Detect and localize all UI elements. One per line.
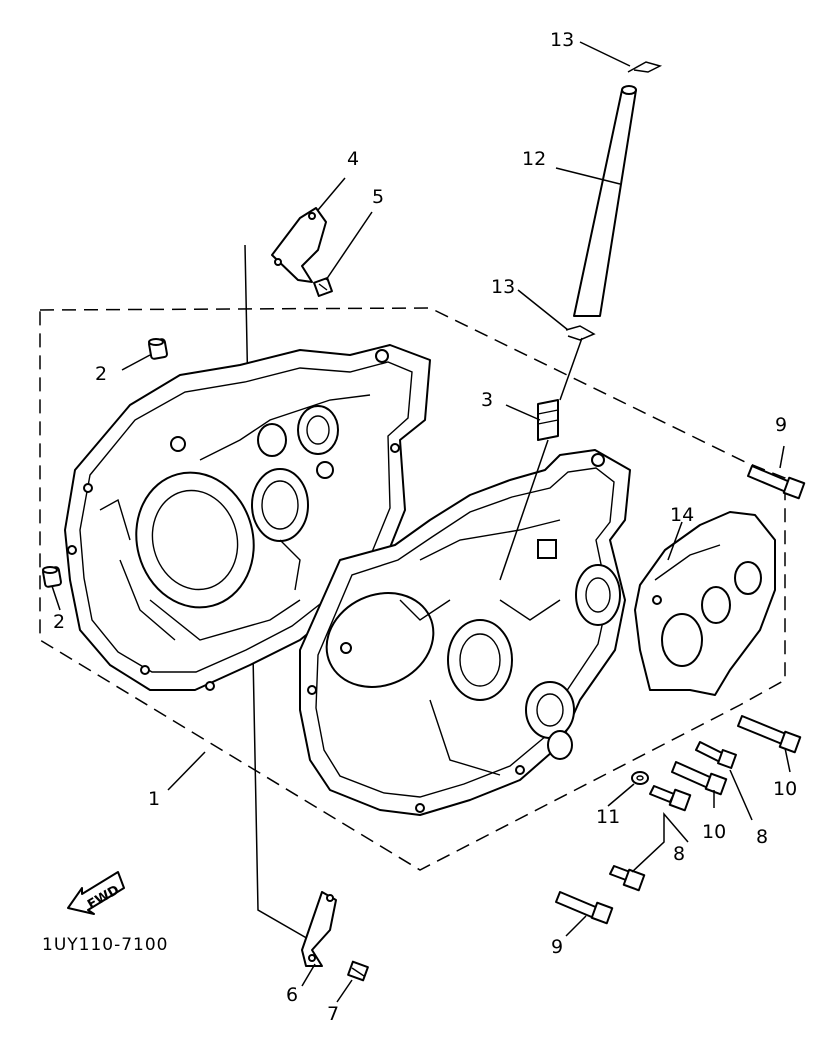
assembly-boundary (39, 307, 786, 871)
fwd-arrow-icon: FWD (67, 871, 125, 915)
part-14-cover (634, 511, 776, 696)
hose-center-line (499, 337, 583, 581)
callout-6: 6 (286, 984, 298, 1006)
part-12-hose (573, 85, 637, 317)
part-5-screw (313, 277, 333, 297)
callout-7: 7 (327, 1003, 339, 1025)
part-9-bolt-lower (555, 891, 614, 925)
part-6-gasket (301, 891, 337, 967)
leader-lines (51, 41, 791, 1003)
callout-2-lower: 2 (53, 611, 65, 633)
callout-13-upper: 13 (550, 29, 574, 51)
part-3-fitting (537, 399, 559, 441)
callout-10-right: 10 (773, 778, 797, 800)
callout-4: 4 (347, 148, 359, 170)
left-crankcase (64, 344, 431, 691)
part-2-dowel-lower (42, 566, 62, 588)
callout-3: 3 (481, 389, 493, 411)
callout-8-right: 8 (756, 826, 768, 848)
callout-14: 14 (670, 504, 694, 526)
part-7-screw (347, 960, 369, 982)
part-8-bolt-center (649, 785, 692, 812)
callout-2-upper: 2 (95, 363, 107, 385)
callout-12: 12 (522, 148, 546, 170)
callout-10-center: 10 (702, 821, 726, 843)
part-8-bolt-right (695, 741, 737, 769)
part-8-bolt-lower (609, 865, 646, 892)
right-crankcase (299, 449, 631, 816)
part-10-bolt-center (671, 761, 728, 796)
callout-11: 11 (596, 806, 620, 828)
part-9-bolt-upper (747, 465, 806, 500)
part-2-dowel-upper (148, 338, 168, 360)
callout-1: 1 (148, 788, 160, 810)
part-13-clip-lower (565, 325, 596, 341)
callout-8-lower: 8 (673, 843, 685, 865)
part-10-bolt-right (737, 715, 802, 754)
part-11-washer (631, 771, 649, 785)
callout-9-upper: 9 (775, 414, 787, 436)
callout-13-lower: 13 (491, 276, 515, 298)
part-13-clip-upper (627, 61, 663, 73)
part-4-gasket (271, 207, 327, 283)
drawing-code: 1UY110-7100 (42, 935, 169, 955)
callout-9-lower: 9 (551, 936, 563, 958)
callout-5: 5 (372, 186, 384, 208)
